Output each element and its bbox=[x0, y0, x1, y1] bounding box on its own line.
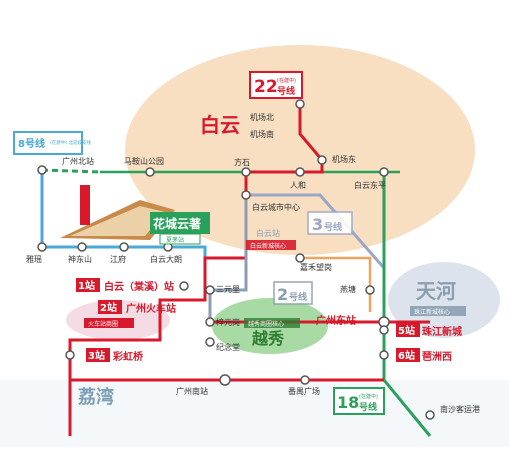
station-marker-pazhouxi[interactable] bbox=[379, 350, 389, 360]
station-jiahewanggang: 嘉禾望岗 bbox=[300, 262, 332, 272]
line2-badge[interactable]: 2 号线 bbox=[273, 281, 313, 305]
highlight-3[interactable]: 3站 彩虹桥 bbox=[86, 348, 144, 363]
brand-title: 花城云著 bbox=[153, 216, 201, 231]
line3-badge[interactable]: 3 号线 bbox=[307, 211, 353, 235]
line8-path-dashed bbox=[41, 168, 101, 174]
station-marker-bycszx[interactable] bbox=[241, 190, 251, 200]
highlight-1[interactable]: 1站 白云（棠溪）站 bbox=[76, 278, 174, 293]
station-marker-maanshan[interactable] bbox=[145, 167, 155, 177]
train-illustration bbox=[60, 185, 175, 240]
h3-name: 彩虹桥 bbox=[112, 350, 144, 363]
brand-sub: 夏茅站 bbox=[166, 236, 184, 244]
station-maanshan: 马鞍山公园 bbox=[124, 156, 164, 166]
line3-suffix: 号线 bbox=[324, 221, 342, 233]
h6-name: 琶洲西 bbox=[422, 351, 452, 363]
highlight-6[interactable]: 6站 琶洲西 bbox=[396, 348, 452, 363]
district-tianhe: 天河 bbox=[416, 279, 456, 303]
line18-badge[interactable]: 18 (在建中) 号线 bbox=[333, 387, 385, 415]
station-marker-nansha[interactable] bbox=[425, 410, 435, 420]
line22-badge[interactable]: 22 (在建中) 号线 bbox=[249, 71, 303, 99]
station-jichangdong: 机场东 bbox=[332, 154, 356, 164]
station-marker-jinianguan[interactable] bbox=[205, 337, 215, 347]
baiyun-hub-sub: 白云新城核心 bbox=[250, 242, 286, 250]
line22-suffix: 号线 bbox=[277, 85, 295, 97]
station-marker-ziyuangang[interactable] bbox=[205, 317, 215, 327]
h5-name: 珠江新城 bbox=[422, 325, 462, 338]
station-fangshi: 方石 bbox=[234, 157, 250, 167]
station-marker-h1[interactable] bbox=[179, 281, 189, 291]
line22-path bbox=[68, 100, 324, 436]
station-panyuguangchang: 番禺广场 bbox=[288, 386, 320, 396]
line2-number: 2 bbox=[277, 285, 288, 304]
line18-path bbox=[382, 172, 432, 437]
baiyun-district-area bbox=[125, 45, 475, 255]
station-sanyuanli: 三元里 bbox=[216, 285, 240, 294]
station-shendongshan: 神东山 bbox=[68, 254, 92, 264]
station-guangzhoubeizhan: 广州北站 bbox=[62, 156, 94, 166]
station-jinianguan: 纪念堂 bbox=[216, 342, 240, 352]
h1-name: 白云（棠溪）站 bbox=[104, 280, 174, 293]
line3-number: 3 bbox=[312, 215, 323, 234]
station-yanling: 燕塘 bbox=[340, 284, 356, 294]
h1-num: 1站 bbox=[78, 279, 95, 292]
station-marker-fangshi[interactable] bbox=[241, 167, 251, 177]
station-jichangbei: 机场北 bbox=[250, 112, 274, 122]
h4-text: 广州东站 bbox=[316, 314, 356, 327]
station-marker-guangzhoubei[interactable] bbox=[37, 165, 47, 175]
tianhe-district-area bbox=[388, 262, 500, 338]
huochezhan-sub: 火车站商圈 bbox=[88, 320, 118, 328]
line2-suffix: 号线 bbox=[289, 291, 307, 303]
district-yuexiu: 越秀 bbox=[251, 329, 284, 348]
station-nanshakeyunzhan: 南沙客运港 bbox=[440, 404, 480, 414]
station-baiyundalang: 白云大朗 bbox=[150, 254, 182, 264]
line18-note: (在建中) bbox=[359, 393, 378, 400]
h3-num: 3站 bbox=[88, 349, 105, 362]
h6-num: 6站 bbox=[398, 349, 415, 362]
line18-suffix: 号线 bbox=[359, 401, 377, 413]
station-yayuan: 雅瑶 bbox=[26, 254, 42, 264]
h2-num: 2站 bbox=[100, 301, 117, 314]
station-ziyuangang: 梓元岗 bbox=[216, 317, 240, 327]
district-baiyun: 白云 bbox=[200, 113, 240, 137]
line8-note: (在建中) 北延段支线 bbox=[50, 139, 91, 146]
station-marker-jiangfu[interactable] bbox=[119, 242, 129, 252]
line22-number: 22 bbox=[254, 77, 278, 97]
station-marker-panyu[interactable] bbox=[300, 375, 310, 385]
line8-number: 8号线 bbox=[18, 137, 45, 150]
station-bycszx: 白云城市中心 bbox=[252, 202, 300, 212]
station-marker-jichangdong[interactable] bbox=[317, 155, 327, 165]
station-marker-yanling[interactable] bbox=[365, 285, 375, 295]
station-marker-zhujiangxincheng[interactable] bbox=[379, 325, 389, 335]
station-marker-baiyundongping[interactable] bbox=[379, 167, 389, 177]
h2-name: 广州火车站 bbox=[126, 302, 176, 315]
station-marker-shendongshan[interactable] bbox=[77, 242, 87, 252]
station-renhe: 人和 bbox=[290, 181, 306, 190]
district-liwan: 荔湾 bbox=[78, 386, 114, 408]
line8-badge[interactable]: 8号线 (在建中) 北延段支线 bbox=[13, 131, 91, 155]
line22-note: (在建中) bbox=[277, 77, 296, 84]
station-baiyundongping: 白云东平 bbox=[354, 180, 386, 190]
station-marker-renhe[interactable] bbox=[295, 167, 305, 177]
station-marker-h3[interactable] bbox=[65, 350, 75, 360]
liwan-district-area bbox=[0, 380, 509, 447]
station-guangzhounanzhan: 广州南站 bbox=[176, 386, 208, 396]
h5-num: 5站 bbox=[398, 324, 415, 337]
tianhe-sub: 珠江新城核心 bbox=[414, 308, 450, 316]
highlight-5[interactable]: 5站 珠江新城 bbox=[396, 323, 462, 338]
line18-number: 18 bbox=[337, 393, 359, 412]
station-jiangfu: 江府 bbox=[110, 254, 126, 264]
station-marker-gznan[interactable] bbox=[219, 374, 231, 386]
station-marker-jiahewanggang[interactable] bbox=[295, 253, 305, 263]
brand-box[interactable] bbox=[150, 212, 210, 234]
highlight-2[interactable]: 2站 广州火车站 火车站商圈 bbox=[84, 300, 176, 328]
baiyun-hub: 白云站 bbox=[256, 228, 280, 238]
station-marker-sanyuanli[interactable] bbox=[205, 285, 215, 295]
station-jichangnan: 机场南 bbox=[250, 129, 274, 139]
station-marker-yayuan[interactable] bbox=[37, 242, 47, 252]
station-marker-jichangbei[interactable] bbox=[295, 99, 305, 109]
yuexiu-sub: 越秀商圈核心 bbox=[248, 320, 284, 328]
